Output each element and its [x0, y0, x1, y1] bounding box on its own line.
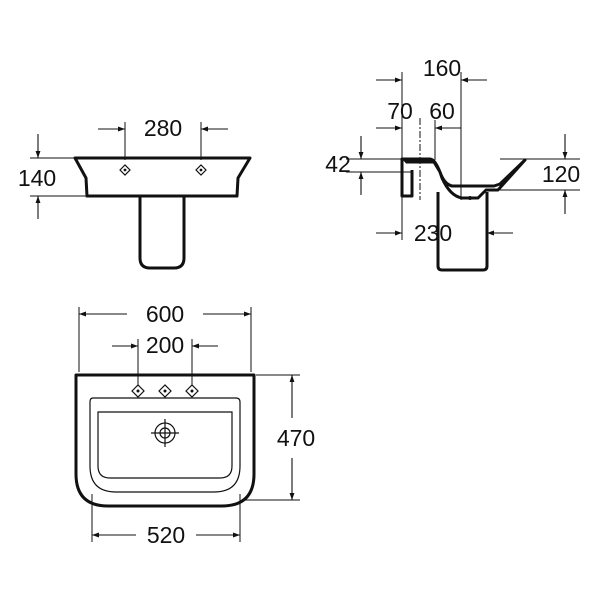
top-dim-600-label: 600	[146, 301, 184, 327]
top-tap-hole-right-dot	[190, 389, 194, 393]
side-dim-230-label: 230	[414, 220, 452, 246]
side-dim-70-label: 70	[387, 98, 413, 124]
top-dim-520-label: 520	[147, 522, 185, 548]
top-tap-hole-left	[131, 384, 145, 398]
front-tap-hole-left-dot	[123, 168, 127, 172]
front-pedestal	[138, 196, 186, 270]
top-dim-200-label: 200	[146, 332, 184, 358]
side-waste-dot	[468, 196, 472, 200]
top-tap-hole-center	[158, 384, 172, 398]
side-dim-160-label: 160	[423, 55, 461, 81]
top-tap-hole-right	[185, 384, 199, 398]
top-tap-holes	[131, 384, 199, 398]
side-view: 160 70 60 42 120 230	[325, 55, 580, 272]
front-tap-hole-left	[119, 164, 131, 176]
front-dim-140-label: 140	[18, 165, 56, 191]
side-basin-back	[400, 159, 414, 198]
side-dim-42-label: 42	[325, 151, 351, 177]
side-dim-60-label: 60	[429, 98, 455, 124]
top-drain	[151, 419, 179, 447]
top-bowl	[97, 411, 233, 479]
front-view: 280 140	[18, 115, 252, 270]
top-view: 600 200 470 520	[74, 301, 315, 548]
side-dim-120-label: 120	[542, 161, 580, 187]
side-pedestal	[436, 192, 489, 272]
front-dim-280-label: 280	[144, 115, 182, 141]
side-basin	[400, 157, 527, 200]
top-tap-hole-left-dot	[136, 389, 140, 393]
front-tap-hole-right	[195, 164, 207, 176]
top-dim-470-label: 470	[277, 425, 315, 451]
top-inner-outline	[89, 397, 241, 493]
front-tap-hole-right-dot	[199, 168, 203, 172]
front-basin	[73, 156, 252, 198]
top-tap-hole-center-dot	[163, 389, 167, 393]
